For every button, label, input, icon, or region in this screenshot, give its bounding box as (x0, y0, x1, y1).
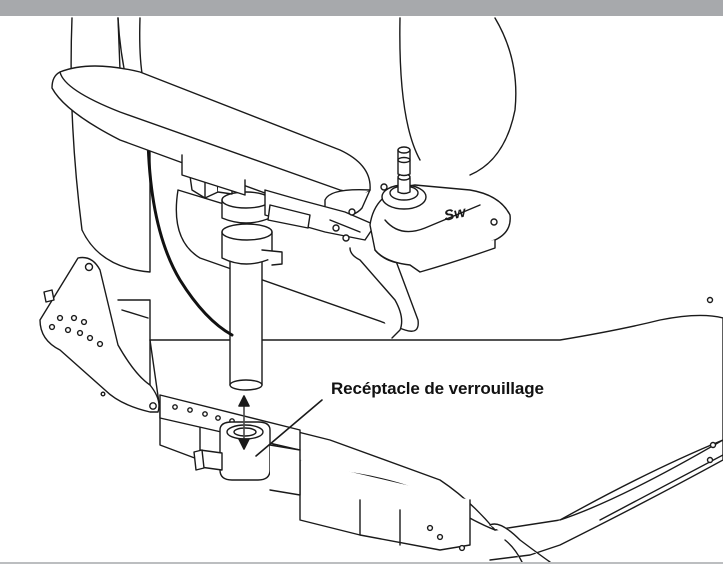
joystick-controller: Sw (369, 146, 511, 273)
joystick-logo: Sw (443, 203, 469, 224)
locking-receptacle (193, 421, 301, 496)
side-frame-bracket (39, 256, 160, 413)
locking-receptacle-label: Recéptacle de verrouillage (331, 379, 544, 398)
height-adjust-arrow (238, 395, 250, 450)
callout-leader-line (255, 399, 323, 457)
controller-cable (146, 136, 234, 337)
top-header-bar (0, 0, 723, 16)
bottom-rule (0, 562, 723, 564)
controller-bracket (264, 189, 403, 339)
arm-pad (51, 65, 371, 218)
seat-base (149, 296, 723, 563)
